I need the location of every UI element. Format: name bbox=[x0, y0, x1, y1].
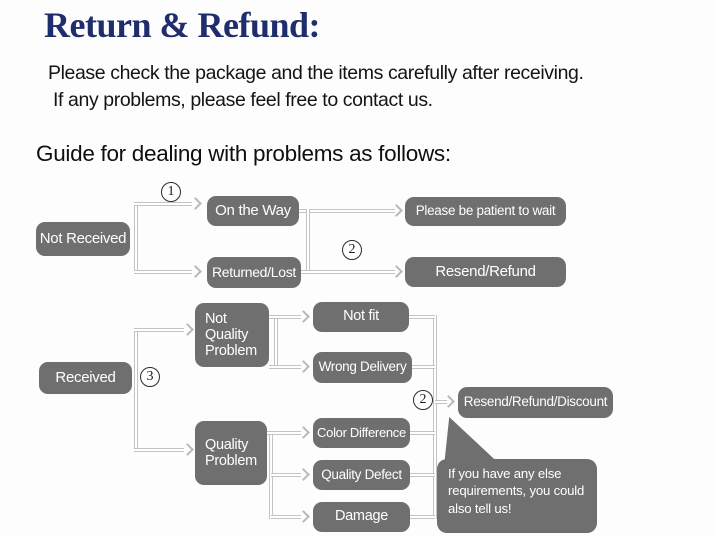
flow-arrow-icon bbox=[297, 510, 310, 523]
step-marker-3: 3 bbox=[140, 367, 160, 387]
node-returned-lost: Returned/Lost bbox=[207, 257, 301, 288]
connector-line bbox=[134, 270, 192, 274]
node-resend-refund: Resend/Refund bbox=[405, 257, 566, 287]
connector-line bbox=[306, 209, 310, 274]
node-resend-refund-discount: Resend/Refund/Discount bbox=[458, 387, 613, 418]
flow-arrow-icon bbox=[189, 197, 202, 210]
node-please-wait: Please be patient to wait bbox=[405, 197, 566, 226]
node-not-received: Not Received bbox=[36, 222, 130, 256]
node-on-the-way: On the Way bbox=[207, 196, 299, 226]
flow-arrow-icon bbox=[181, 323, 194, 336]
step-marker-1: 1 bbox=[161, 182, 181, 202]
connector-line bbox=[269, 315, 301, 319]
connector-line bbox=[410, 515, 435, 519]
connector-line bbox=[134, 202, 192, 206]
connector-line bbox=[410, 431, 435, 435]
connector-line bbox=[267, 431, 301, 435]
node-wrong-delivery: Wrong Delivery bbox=[313, 352, 412, 383]
flow-arrow-icon bbox=[297, 310, 310, 323]
flow-arrow-icon bbox=[189, 265, 202, 278]
connector-line bbox=[271, 473, 301, 477]
flow-arrow-icon bbox=[390, 265, 403, 278]
step-marker-2-bottom: 2 bbox=[413, 390, 433, 410]
connector-line bbox=[134, 448, 184, 452]
node-color-difference: Color Difference bbox=[313, 418, 410, 448]
node-not-quality-problem: Not Quality Problem bbox=[195, 303, 269, 367]
connector-line bbox=[134, 328, 138, 452]
node-received: Received bbox=[39, 362, 132, 394]
node-quality-problem: Quality Problem bbox=[195, 421, 267, 485]
connector-line bbox=[274, 315, 278, 369]
connector-line bbox=[433, 315, 437, 519]
node-not-fit: Not fit bbox=[313, 302, 409, 332]
page-title: Return & Refund: bbox=[44, 5, 321, 45]
speech-bubble: If you have any else requirements, you c… bbox=[437, 459, 597, 533]
connector-line bbox=[134, 202, 138, 274]
connector-line bbox=[412, 365, 435, 369]
connector-line bbox=[410, 473, 435, 477]
connector-line bbox=[271, 515, 301, 519]
flow-arrow-icon bbox=[297, 468, 310, 481]
node-quality-defect: Quality Defect bbox=[313, 460, 410, 490]
flow-arrow-icon bbox=[181, 443, 194, 456]
flow-arrow-icon bbox=[442, 395, 455, 408]
flow-arrow-icon bbox=[297, 360, 310, 373]
connector-line bbox=[134, 328, 184, 332]
connector-line bbox=[409, 315, 435, 319]
intro-line-2: If any problems, please feel free to con… bbox=[53, 89, 433, 111]
step-marker-2-top: 2 bbox=[342, 240, 362, 260]
flow-arrow-icon bbox=[390, 204, 403, 217]
connector-line bbox=[269, 365, 301, 369]
intro-line-1: Please check the package and the items c… bbox=[48, 62, 584, 84]
node-damage: Damage bbox=[313, 502, 410, 532]
connector-line bbox=[435, 400, 447, 404]
connector-line bbox=[299, 209, 395, 213]
flow-arrow-icon bbox=[297, 426, 310, 439]
connector-line bbox=[301, 270, 395, 274]
guide-heading: Guide for dealing with problems as follo… bbox=[36, 141, 451, 166]
